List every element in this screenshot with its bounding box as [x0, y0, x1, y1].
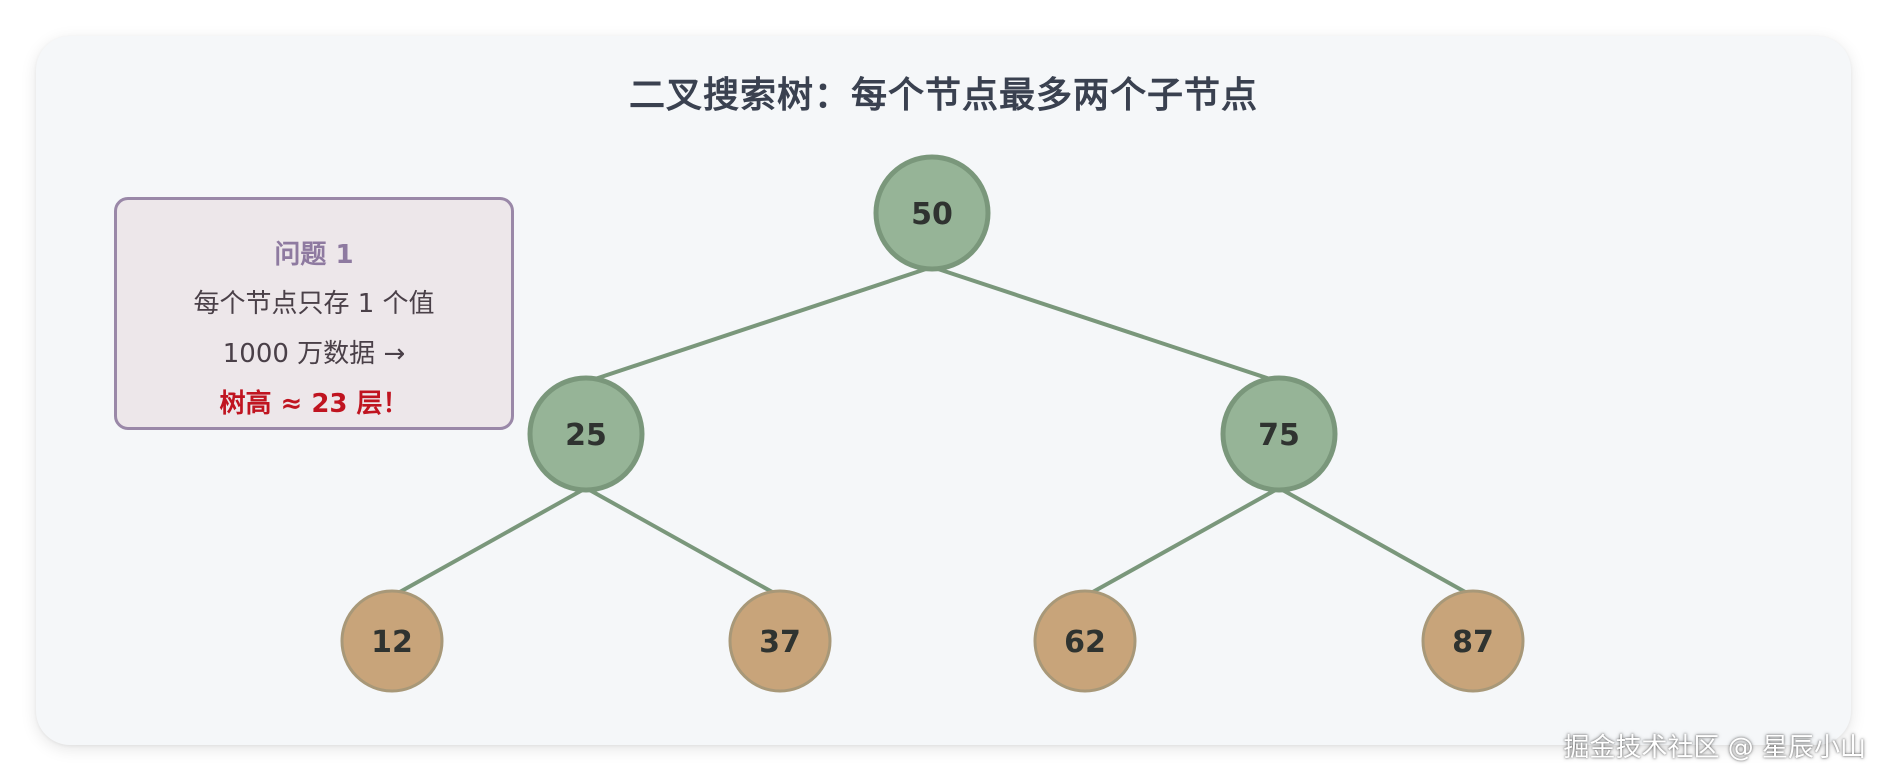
tree-node-circle — [1220, 375, 1338, 493]
tree-edges — [397, 265, 1468, 595]
note-warning: 树高 ≈ 23 层！ — [219, 389, 409, 419]
tree-node-25: 25 — [527, 375, 645, 493]
tree-node-label: 62 — [1064, 625, 1106, 660]
tree-node-label: 12 — [371, 625, 413, 660]
note-line-2: 1000 万数据 → — [222, 339, 406, 369]
tree-nodes: 50 25 75 12 37 62 87 — [340, 154, 1525, 693]
tree-node-circle — [1421, 589, 1525, 693]
tree-node-label: 75 — [1258, 418, 1300, 453]
tree-edge-25-37 — [585, 486, 775, 595]
tree-node-50: 50 — [873, 154, 991, 272]
tree-edge-50-75 — [931, 265, 1274, 382]
diagram-title: 二叉搜索树：每个节点最多两个子节点 — [628, 75, 1258, 116]
tree-edge-50-25 — [591, 265, 933, 382]
tree-edge-75-87 — [1278, 486, 1468, 595]
problem-note-box: 问题 1 每个节点只存 1 个值 1000 万数据 → 树高 ≈ 23 层！ — [114, 197, 514, 430]
tree-node-circle — [1033, 589, 1137, 693]
tree-node-12: 12 — [340, 589, 444, 693]
tree-node-label: 50 — [911, 197, 953, 232]
tree-node-62: 62 — [1033, 589, 1137, 693]
tree-node-circle — [527, 375, 645, 493]
tree-edge-25-12 — [397, 486, 587, 595]
tree-node-87: 87 — [1421, 589, 1525, 693]
tree-edge-75-62 — [1090, 486, 1280, 595]
tree-node-75: 75 — [1220, 375, 1338, 493]
note-heading: 问题 1 — [274, 240, 354, 270]
tree-node-label: 37 — [759, 625, 801, 660]
tree-node-label: 87 — [1452, 625, 1494, 660]
tree-node-37: 37 — [728, 589, 832, 693]
tree-node-circle — [873, 154, 991, 272]
tree-node-circle — [728, 589, 832, 693]
tree-node-label: 25 — [565, 418, 607, 453]
tree-node-circle — [340, 589, 444, 693]
note-line-1: 每个节点只存 1 个值 — [193, 289, 435, 319]
watermark: 掘金技术社区 @ 星辰小山 — [1563, 733, 1866, 763]
